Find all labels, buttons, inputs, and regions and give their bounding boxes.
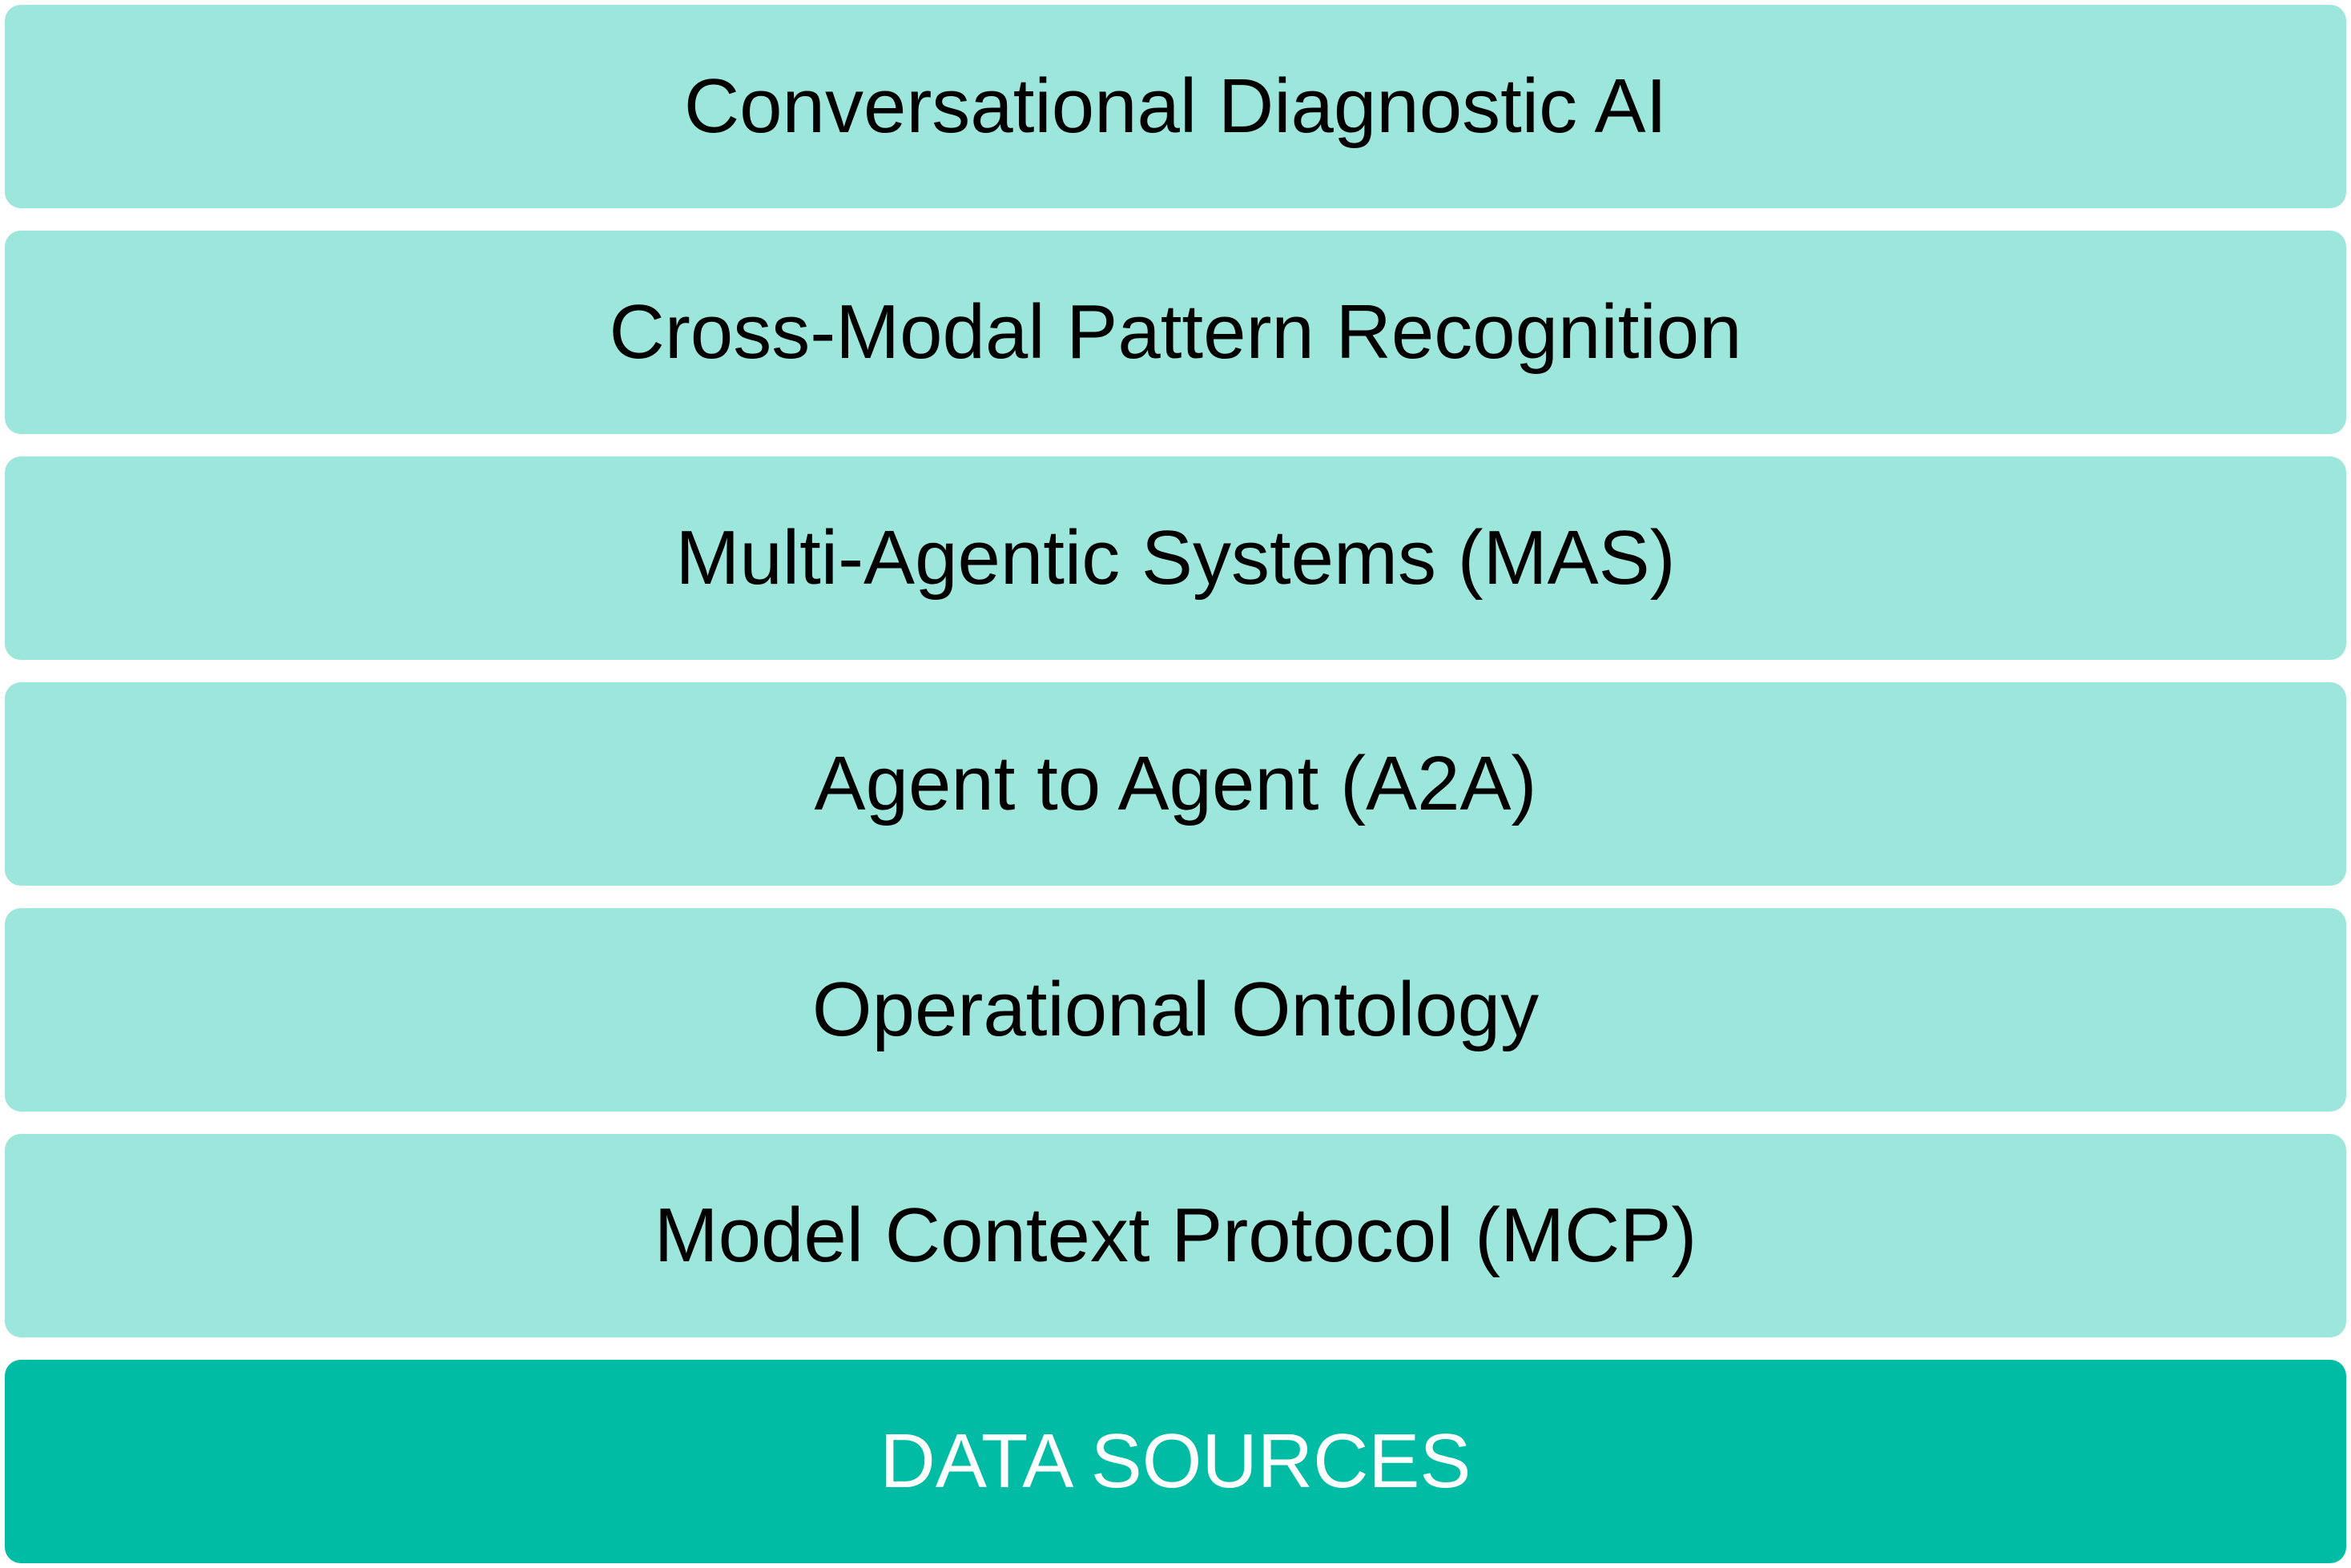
layer-model-context-protocol: Model Context Protocol (MCP) [5, 1134, 2346, 1337]
layer-agent-to-agent: Agent to Agent (A2A) [5, 682, 2346, 886]
layer-label: Multi-Agentic Systems (MAS) [675, 515, 1676, 601]
base-label: DATA SOURCES [880, 1418, 1471, 1504]
layer-cross-modal-pattern-recognition: Cross-Modal Pattern Recognition [5, 231, 2346, 434]
layer-label: Cross-Modal Pattern Recognition [609, 289, 1742, 375]
layer-data-sources: DATA SOURCES [5, 1360, 2346, 1563]
layer-multi-agentic-systems: Multi-Agentic Systems (MAS) [5, 456, 2346, 660]
layer-label: Agent to Agent (A2A) [814, 741, 1537, 826]
layer-conversational-diagnostic-ai: Conversational Diagnostic AI [5, 5, 2346, 208]
layer-label: Conversational Diagnostic AI [683, 63, 1668, 149]
layer-label: Operational Ontology [811, 967, 1540, 1052]
layer-label: Model Context Protocol (MCP) [654, 1192, 1697, 1278]
layer-operational-ontology: Operational Ontology [5, 908, 2346, 1112]
